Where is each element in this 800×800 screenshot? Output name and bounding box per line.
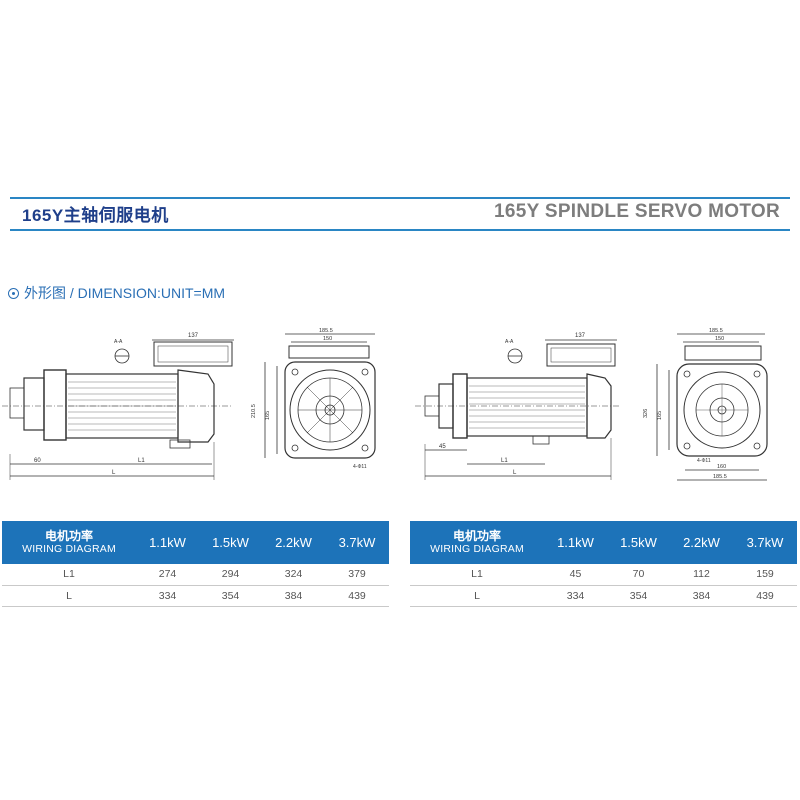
power-header: 2.2kW [262, 521, 325, 564]
table-cell: 324 [262, 564, 325, 586]
table-row: L 334 354 384 439 [410, 585, 797, 607]
dim-165-2: 165 [657, 411, 663, 420]
title-bottom-rule [10, 229, 790, 231]
table-row: L 334 354 384 439 [2, 585, 389, 607]
dim-60: 60 [34, 458, 41, 464]
power-header: 1.5kW [199, 521, 262, 564]
dim-L-2: L [513, 470, 517, 476]
table-cell: 274 [136, 564, 199, 586]
dim-185-5-2: 185.5 [709, 328, 723, 334]
table-cell: 334 [544, 585, 607, 607]
power-header: 1.1kW [544, 521, 607, 564]
table-cell: 384 [262, 585, 325, 607]
dimension-heading-text: 外形图 / DIMENSION:UNIT=MM [24, 285, 226, 301]
table-cell: 439 [325, 585, 389, 607]
motor-side-view-drawing-1: 137 A-A 60 L1 L [2, 333, 234, 480]
hole-spec-1: 4-Φ11 [353, 464, 367, 470]
table-cell: 384 [670, 585, 733, 607]
header-label-zh: 电机功率 [452, 528, 501, 543]
dim-L-1: L [112, 470, 116, 476]
dim-L1-2: L1 [501, 458, 508, 464]
title-top-rule [10, 197, 790, 199]
bullet-circle-icon [8, 287, 19, 299]
dim-150-2: 150 [715, 336, 724, 342]
table-cell: 112 [670, 564, 733, 586]
table-cell: 45 [544, 564, 607, 586]
table-cell: 159 [733, 564, 797, 586]
table-cell: 70 [607, 564, 670, 586]
table-cell: 334 [136, 585, 199, 607]
table-header-row: 电机功率 WIRING DIAGRAM 1.1kW 1.5kW 2.2kW 3.… [2, 521, 389, 564]
section-label-1: A-A [114, 339, 123, 345]
dim-326: 326 [643, 409, 649, 418]
dim-45-2: 45 [439, 444, 446, 450]
motor-front-view-drawing-1: 185.5 150 210.5 165 4-Φ11 [251, 328, 376, 470]
power-header: 3.7kW [325, 521, 389, 564]
row-label: L1 [410, 564, 544, 586]
dim-210-5: 210.5 [251, 404, 257, 418]
power-header: 2.2kW [670, 521, 733, 564]
header-label-cell: 电机功率 WIRING DIAGRAM [410, 521, 544, 564]
header-label-cell: 电机功率 WIRING DIAGRAM [2, 521, 136, 564]
header-label-en: WIRING DIAGRAM [22, 542, 116, 555]
power-header: 1.5kW [607, 521, 670, 564]
power-header: 1.1kW [136, 521, 199, 564]
dim-185-5-bottom: 185.5 [713, 474, 727, 480]
dim-165-1: 165 [265, 411, 271, 420]
header-label-zh: 电机功率 [44, 528, 93, 543]
power-header: 3.7kW [733, 521, 797, 564]
table-cell: 354 [607, 585, 670, 607]
dim-L1-1: L1 [138, 458, 145, 464]
dim-150-1: 150 [323, 336, 332, 342]
dim-137: 137 [188, 333, 199, 339]
motor-side-view-drawing-2: 137 A-A 45 L1 L [415, 333, 620, 480]
table-cell: 439 [733, 585, 797, 607]
dim-160: 160 [717, 464, 726, 470]
table-cell: 294 [199, 564, 262, 586]
table-row: L1 45 70 112 159 [410, 564, 797, 586]
table-cell: 354 [199, 585, 262, 607]
spec-table-2: 电机功率 WIRING DIAGRAM 1.1kW 1.5kW 2.2kW 3.… [410, 521, 797, 607]
dimension-heading: 外形图 / DIMENSION:UNIT=MM [8, 283, 225, 303]
page-title-chinese: 165Y主轴伺服电机 [22, 206, 169, 225]
page-title-english: 165Y SPINDLE SERVO MOTOR [494, 201, 780, 222]
row-label: L [2, 585, 136, 607]
dim-137-2: 137 [575, 333, 586, 339]
section-label-2: A-A [505, 339, 514, 345]
header-label-en: WIRING DIAGRAM [430, 542, 524, 555]
table-cell: 379 [325, 564, 389, 586]
table-row: L1 274 294 324 379 [2, 564, 389, 586]
hole-spec-2: 4-Φ11 [697, 458, 711, 464]
table-header-row: 电机功率 WIRING DIAGRAM 1.1kW 1.5kW 2.2kW 3.… [410, 521, 797, 564]
row-label: L1 [2, 564, 136, 586]
dim-185-5-1: 185.5 [319, 328, 333, 334]
row-label: L [410, 585, 544, 607]
spec-table-1: 电机功率 WIRING DIAGRAM 1.1kW 1.5kW 2.2kW 3.… [2, 521, 389, 607]
motor-front-view-drawing-2: 185.5 150 326 165 160 4-Φ11 185.5 [643, 328, 768, 481]
